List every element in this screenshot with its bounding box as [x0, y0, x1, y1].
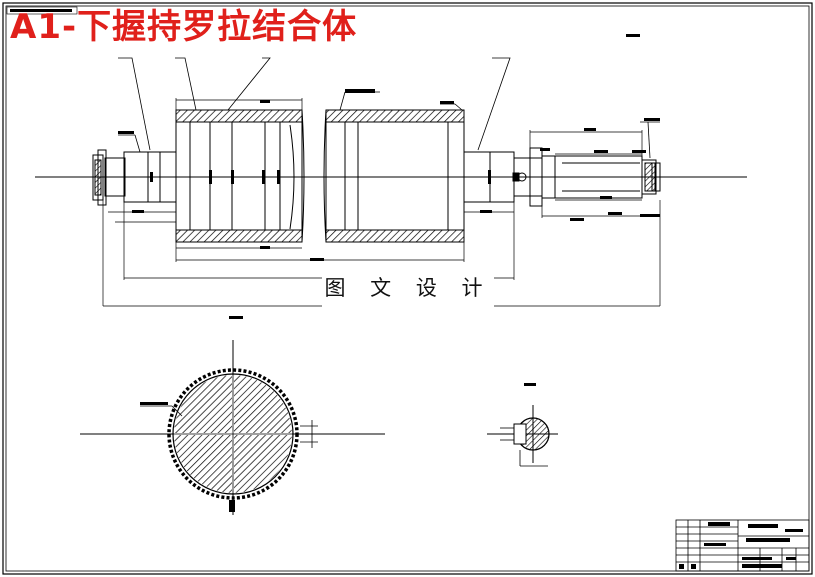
- main-elevation-view: [92, 109, 661, 243]
- dimension-lines: [102, 98, 661, 307]
- center-marks: [150, 170, 491, 184]
- leader-marks: [118, 89, 660, 261]
- drawing-title: A1-下握持罗拉结合体: [10, 7, 358, 47]
- title-block: [675, 519, 810, 572]
- title-block-text-marks: [679, 522, 803, 569]
- section-b-b-view: [487, 383, 558, 467]
- section-a-a-view: [80, 316, 385, 515]
- drawing-number-box: [6, 6, 78, 15]
- watermark-text: 图 文 设 计: [322, 266, 494, 308]
- top-right-note: [626, 34, 640, 37]
- leader-lines: [118, 57, 660, 159]
